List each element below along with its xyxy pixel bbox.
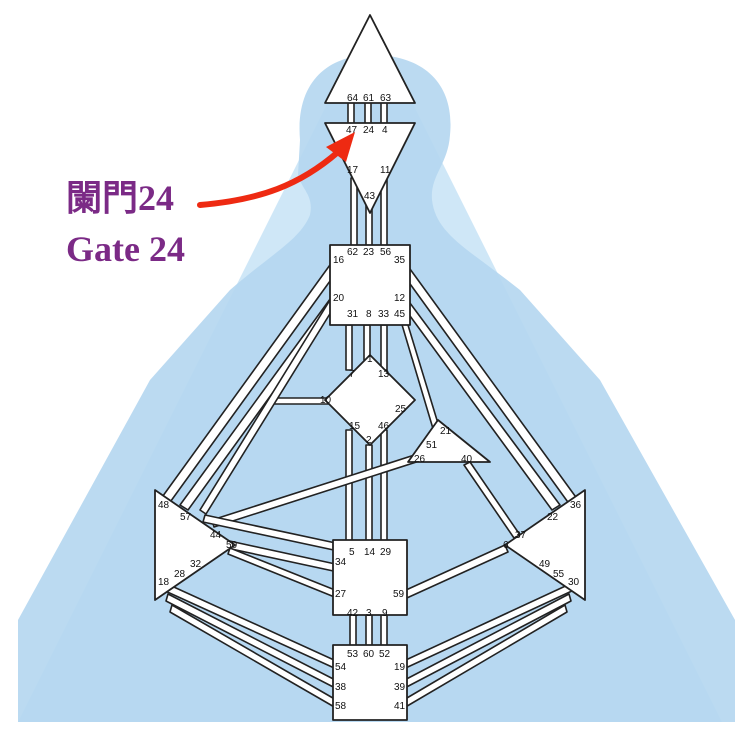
gate-7: 7 (349, 369, 355, 380)
gate-4: 4 (382, 125, 388, 136)
gate-8: 8 (366, 309, 372, 320)
g-center (324, 354, 416, 446)
gate-11: 11 (380, 165, 391, 176)
gate-61: 61 (363, 93, 375, 104)
gate-15: 15 (349, 421, 361, 432)
gate-29: 29 (380, 547, 392, 558)
gate-57: 57 (180, 512, 192, 523)
gate-50: 50 (226, 540, 238, 551)
gate-labels: 64 61 63 47 24 4 17 11 43 62 23 56 16 35… (158, 93, 582, 712)
heart-center (407, 419, 491, 463)
gate-42: 42 (347, 608, 359, 619)
gate-16: 16 (333, 255, 345, 266)
gate-2: 2 (366, 435, 372, 446)
gate-47: 47 (346, 125, 358, 136)
gate-52: 52 (379, 649, 391, 660)
gate-5: 5 (349, 547, 355, 558)
gate-14: 14 (364, 547, 376, 558)
gate-51: 51 (426, 440, 438, 451)
gate-60: 60 (363, 649, 375, 660)
annotation-arrow (197, 132, 355, 208)
gate-6: 6 (503, 540, 509, 551)
gate-40: 40 (461, 454, 473, 465)
gate-17: 17 (347, 165, 359, 176)
gate-38: 38 (335, 682, 347, 693)
annotation-english-label: Gate 24 (66, 229, 185, 269)
gate-18: 18 (158, 577, 170, 588)
gate-63: 63 (380, 93, 392, 104)
solar-plexus-center (504, 489, 586, 601)
gate-37: 37 (515, 530, 527, 541)
gate-21: 21 (440, 426, 452, 437)
gate-59: 59 (393, 589, 405, 600)
gate-34: 34 (335, 557, 347, 568)
annotation-chinese-label: 闌門24 (66, 178, 175, 218)
gate-48: 48 (158, 500, 170, 511)
gate-55: 55 (553, 569, 565, 580)
gate-62: 62 (347, 247, 359, 258)
gate-27: 27 (335, 589, 347, 600)
gate-19: 19 (394, 662, 406, 673)
gate-56: 56 (380, 247, 392, 258)
spleen-center (154, 489, 236, 601)
gate-33: 33 (378, 309, 390, 320)
gate-1: 1 (367, 354, 373, 365)
head-center (324, 14, 416, 104)
gate-46: 46 (378, 421, 390, 432)
gate-58: 58 (335, 701, 347, 712)
gate-24: 24 (363, 125, 375, 136)
throat-center (329, 244, 411, 326)
gate-20: 20 (333, 293, 345, 304)
gate-36: 36 (570, 500, 582, 511)
sacral-center (332, 539, 408, 616)
channels (159, 99, 579, 713)
gate-43: 43 (364, 191, 376, 202)
gate-54: 54 (335, 662, 347, 673)
root-center (332, 644, 408, 721)
gate-12: 12 (394, 293, 406, 304)
gate-44: 44 (210, 530, 222, 541)
gate-31: 31 (347, 309, 359, 320)
gate-13: 13 (378, 369, 390, 380)
gate-23: 23 (363, 247, 375, 258)
gate-9: 9 (382, 608, 388, 619)
gate-10: 10 (320, 395, 332, 406)
gate-26: 26 (414, 454, 426, 465)
gate-53: 53 (347, 649, 359, 660)
gate-25: 25 (395, 404, 407, 415)
gate-35: 35 (394, 255, 406, 266)
gate-28: 28 (174, 569, 186, 580)
gate-39: 39 (394, 682, 406, 693)
gate-49: 49 (539, 559, 551, 570)
gate-45: 45 (394, 309, 406, 320)
gate-22: 22 (547, 512, 559, 523)
gate-3: 3 (366, 608, 372, 619)
gate-32: 32 (190, 559, 202, 570)
gate-41: 41 (394, 701, 406, 712)
gate-64: 64 (347, 93, 359, 104)
gate-30: 30 (568, 577, 580, 588)
